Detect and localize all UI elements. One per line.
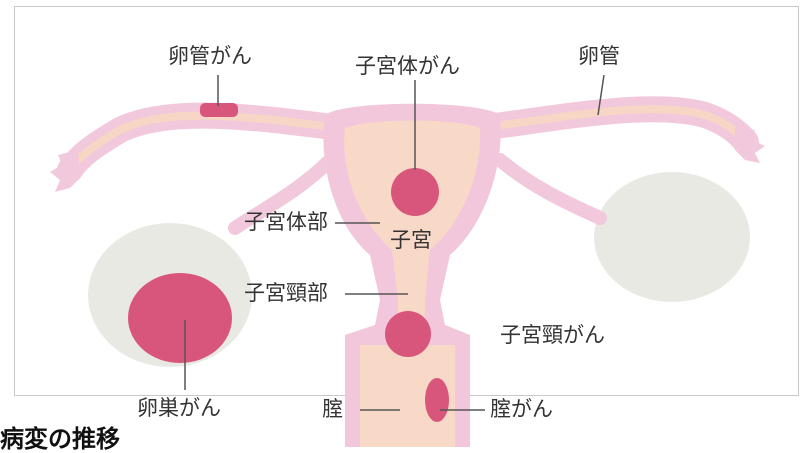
label-fallopian-tube-cancer: 卵管がん xyxy=(168,46,252,67)
ovarian-tumor xyxy=(128,273,232,363)
right-ovarian-ligament xyxy=(500,160,600,218)
section-heading: 病変の推移 xyxy=(0,427,120,451)
label-uterine-body: 子宮体部 xyxy=(244,212,328,233)
vaginal-tumor xyxy=(425,378,449,422)
right-ovary xyxy=(594,172,750,302)
label-cervical-cancer: 子宮頸がん xyxy=(500,325,605,346)
right-fimbriae xyxy=(735,128,765,163)
label-uterine-body-cancer: 子宮体がん xyxy=(355,56,460,77)
label-ovarian-cancer: 卵巣がん xyxy=(137,398,221,419)
label-cervix: 子宮頸部 xyxy=(244,283,328,304)
label-vagina: 腟 xyxy=(322,399,343,420)
label-vaginal-cancer: 腟がん xyxy=(490,399,553,420)
label-uterus: 子宮 xyxy=(390,230,432,251)
left-fimbriae xyxy=(50,150,80,192)
uterine-body-tumor xyxy=(391,168,439,216)
cervical-tumor xyxy=(385,311,431,357)
label-fallopian-tube: 卵管 xyxy=(578,46,620,67)
fallopian-tube-tumor xyxy=(200,103,238,117)
